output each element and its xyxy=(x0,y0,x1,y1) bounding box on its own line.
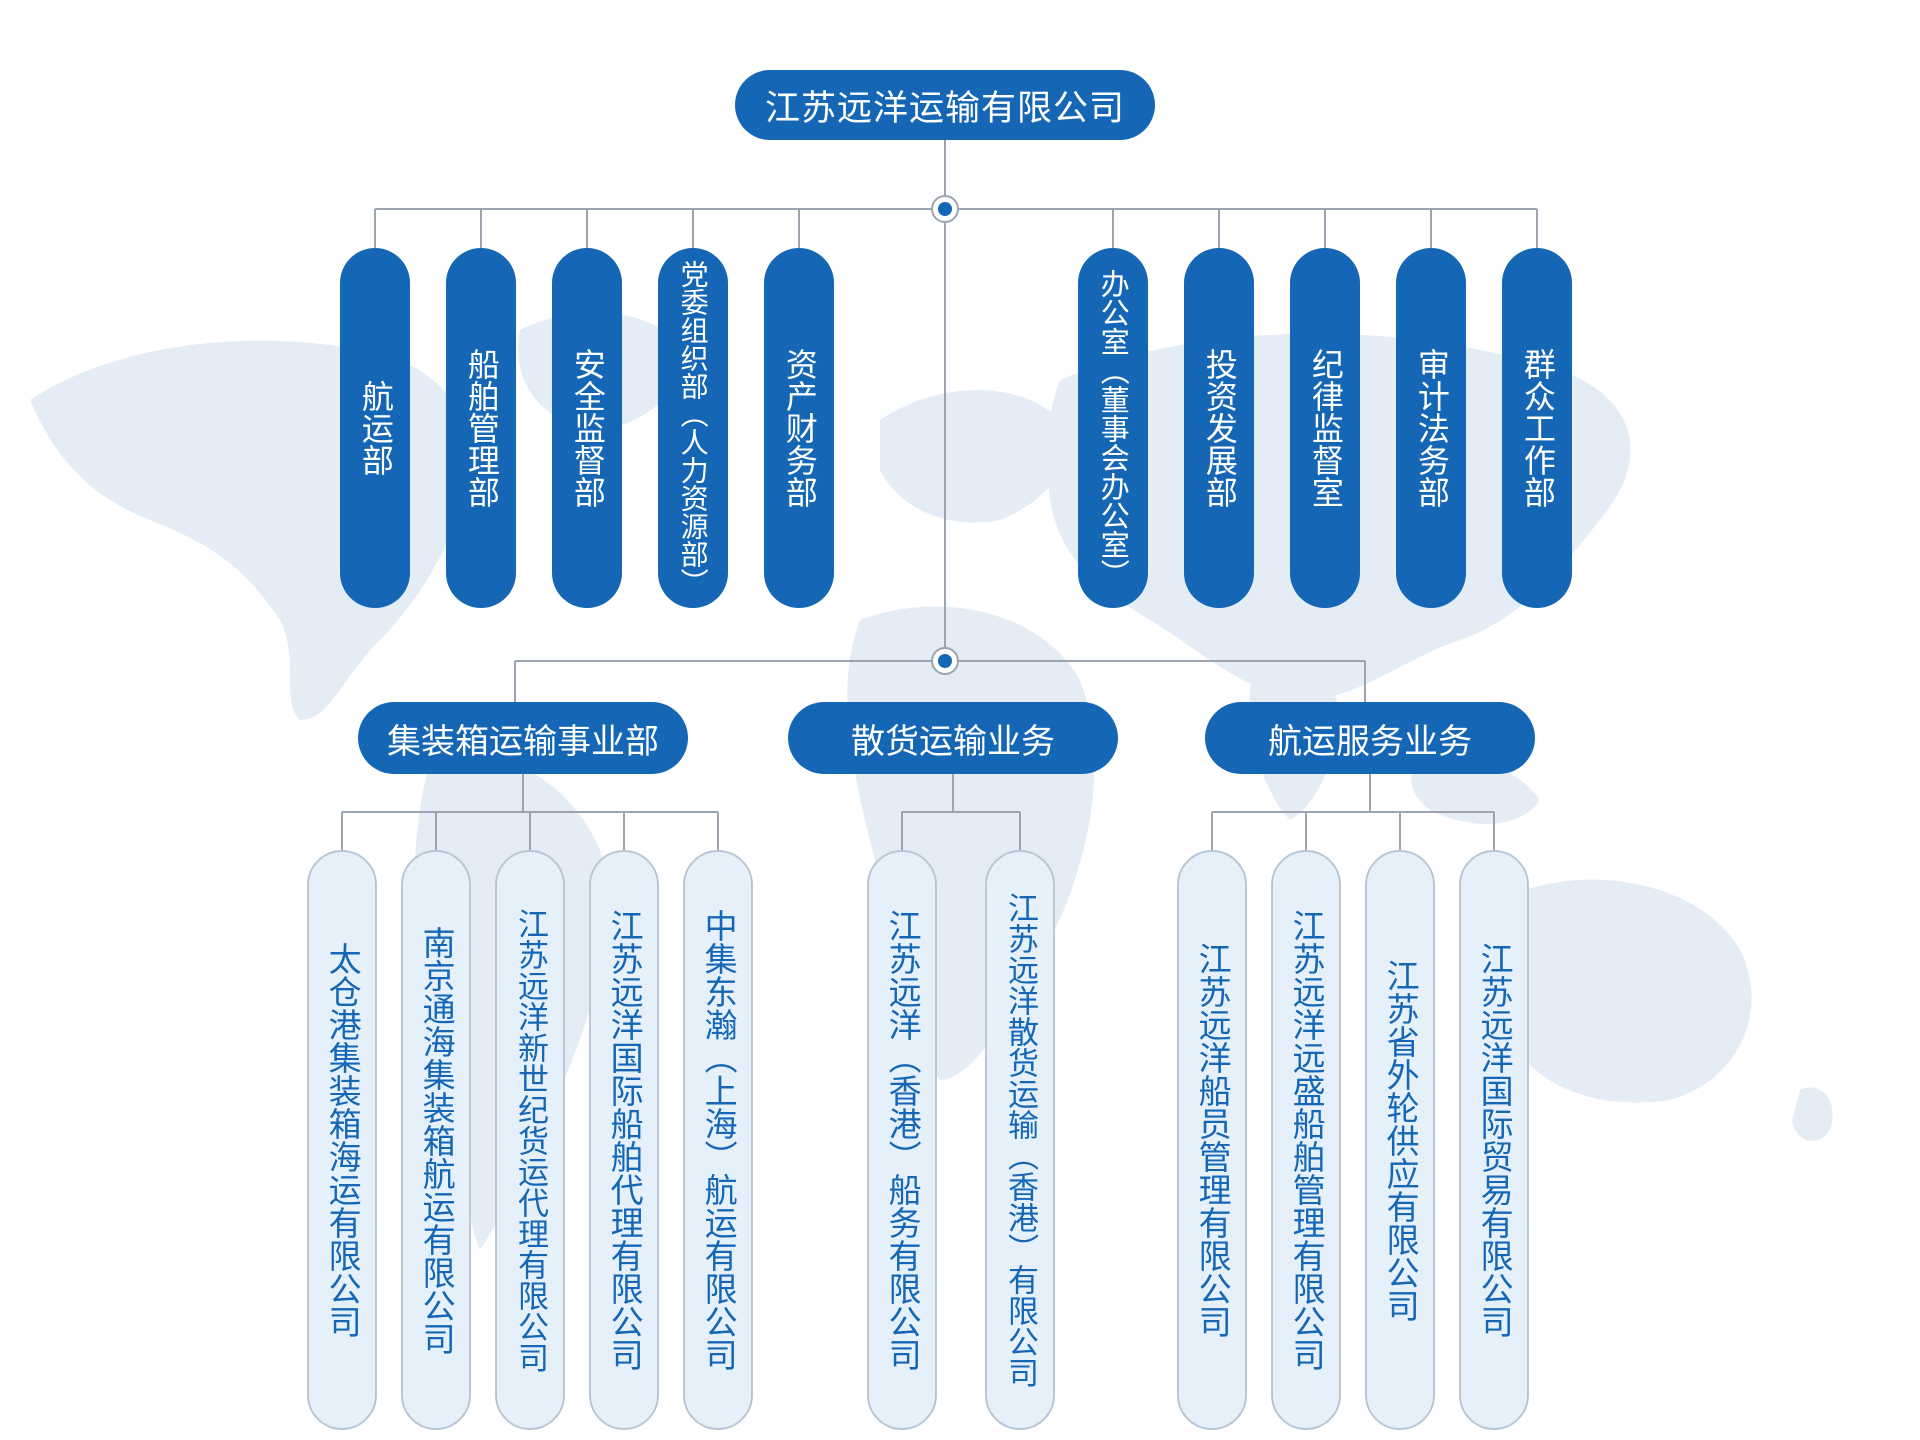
dept-label: 群众工作部 xyxy=(1518,348,1557,508)
dept-node: 航运部 xyxy=(340,248,410,608)
business-unit-node: 散货运输业务 xyxy=(788,702,1118,774)
dept-node: 纪律监督室 xyxy=(1290,248,1360,608)
company-node: 江苏远洋国际船舶代理有限公司 xyxy=(589,850,659,1430)
company-label: 江苏远洋船员管理有限公司 xyxy=(1193,942,1233,1338)
company-label: 太仓港集装箱海运有限公司 xyxy=(323,942,363,1338)
root-label: 江苏远洋运输有限公司 xyxy=(764,88,1125,129)
junction-dot xyxy=(938,654,952,668)
company-node: 江苏远洋国际贸易有限公司 xyxy=(1459,850,1529,1430)
dept-node: 投资发展部 xyxy=(1184,248,1254,608)
dept-label: 审计法务部 xyxy=(1412,348,1451,508)
dept-node: 办公室（董事会办公室） xyxy=(1078,248,1148,608)
company-node: 中集东瀚（上海）航运有限公司 xyxy=(683,850,753,1430)
company-node: 江苏远洋散货运输（香港）有限公司 xyxy=(985,850,1055,1430)
dept-label: 投资发展部 xyxy=(1200,348,1239,508)
dept-node: 资产财务部 xyxy=(764,248,834,608)
company-node: 南京通海集装箱航运有限公司 xyxy=(401,850,471,1430)
dept-label: 党委组织部（人力资源部） xyxy=(676,260,710,596)
company-label: 江苏远洋国际船舶代理有限公司 xyxy=(605,909,645,1371)
company-label: 江苏远洋（香港）船务有限公司 xyxy=(883,909,923,1371)
company-label: 江苏远洋散货运输（香港）有限公司 xyxy=(1002,892,1039,1388)
dept-node: 党委组织部（人力资源部） xyxy=(658,248,728,608)
company-label: 江苏远洋国际贸易有限公司 xyxy=(1475,942,1515,1338)
company-node: 江苏远洋（香港）船务有限公司 xyxy=(867,850,937,1430)
company-node: 江苏远洋船员管理有限公司 xyxy=(1177,850,1247,1430)
dept-label: 办公室（董事会办公室） xyxy=(1096,268,1131,588)
business-unit-label: 航运服务业务 xyxy=(1268,721,1472,762)
company-label: 江苏远洋远盛船舶管理有限公司 xyxy=(1287,909,1327,1371)
dept-label: 资产财务部 xyxy=(780,348,819,508)
dept-label: 安全监督部 xyxy=(568,348,607,508)
dept-label: 船舶管理部 xyxy=(462,348,501,508)
company-node: 江苏省外轮供应有限公司 xyxy=(1365,850,1435,1430)
company-label: 中集东瀚（上海）航运有限公司 xyxy=(699,909,739,1371)
company-label: 江苏省外轮供应有限公司 xyxy=(1381,958,1421,1322)
business-unit-label: 集装箱运输事业部 xyxy=(387,721,659,762)
dept-node: 船舶管理部 xyxy=(446,248,516,608)
business-unit-node: 航运服务业务 xyxy=(1205,702,1535,774)
dept-label: 航运部 xyxy=(356,380,395,476)
dept-node: 群众工作部 xyxy=(1502,248,1572,608)
company-node: 太仓港集装箱海运有限公司 xyxy=(307,850,377,1430)
dept-label: 纪律监督室 xyxy=(1306,348,1345,508)
business-unit-node: 集装箱运输事业部 xyxy=(358,702,688,774)
company-label: 南京通海集装箱航运有限公司 xyxy=(417,925,457,1355)
company-label: 江苏远洋新世纪货运代理有限公司 xyxy=(512,907,549,1373)
junction-dot xyxy=(938,202,952,216)
company-node: 江苏远洋远盛船舶管理有限公司 xyxy=(1271,850,1341,1430)
dept-node: 安全监督部 xyxy=(552,248,622,608)
dept-node: 审计法务部 xyxy=(1396,248,1466,608)
company-node: 江苏远洋新世纪货运代理有限公司 xyxy=(495,850,565,1430)
business-unit-label: 散货运输业务 xyxy=(851,721,1055,762)
root-node: 江苏远洋运输有限公司 xyxy=(735,70,1155,140)
